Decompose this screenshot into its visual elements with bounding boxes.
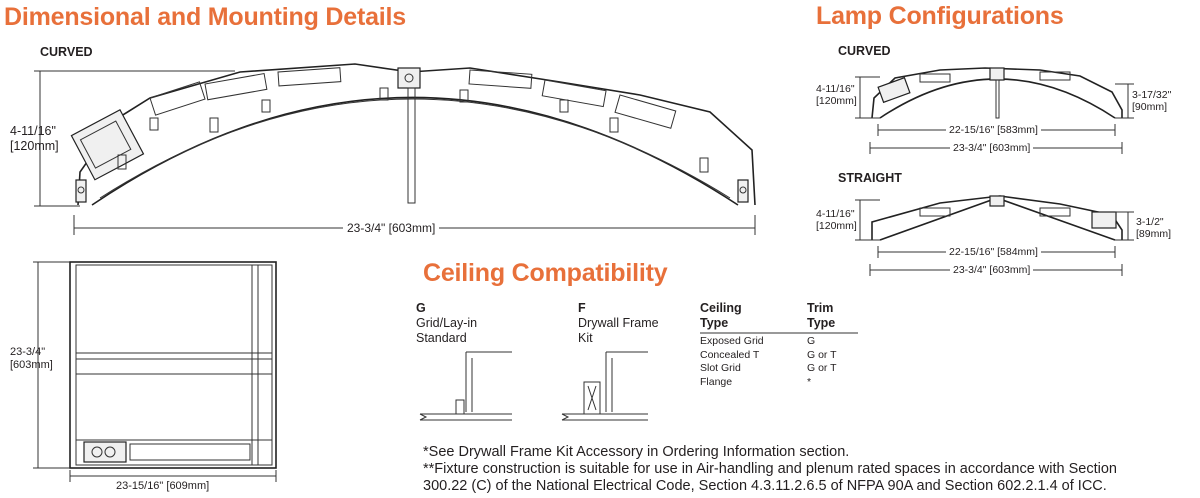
lamp-straight-right-dim: 3-1/2" [89mm] — [1136, 216, 1171, 240]
plan-height-in: 23-3/4" — [10, 346, 46, 358]
lamp-straight-left-mm: [120mm] — [816, 220, 857, 232]
plan-height-mm: [603mm] — [10, 359, 53, 371]
trim-table-head-ceiling: Ceiling Type — [700, 301, 742, 331]
table-head-ceiling-1: Ceiling — [700, 301, 742, 315]
plan-width-dimension: 23-15/16" [609mm] — [116, 480, 210, 492]
lamp-curved-outer: 23-3/4" [603mm] — [950, 142, 1034, 154]
plan-height-dimension: 23-3/4" [603mm] — [10, 346, 53, 372]
ceiling-f-detail — [561, 351, 648, 421]
height-in: 4-11/16" — [10, 124, 56, 138]
lamp-curved-left-in: 4-11/16" — [816, 83, 855, 95]
lamp-curved-inner: 22-15/16" [583mm] — [946, 124, 1041, 136]
lamp-straight-outer: 23-3/4" [603mm] — [950, 264, 1034, 276]
lamp-straight-inner: 22-15/16" [584mm] — [946, 246, 1041, 258]
table-head-trim-1: Trim — [807, 301, 834, 315]
note-plenum-line2: 300.22 (C) of the National Electrical Co… — [423, 478, 1107, 494]
table-head-ceiling-2: Type — [700, 316, 729, 330]
lamp-straight-right-mm: [89mm] — [1136, 228, 1172, 240]
trim-table-ceiling-col: Exposed Grid Concealed T Slot Grid Flang… — [700, 335, 764, 389]
lamp-straight-left-dim: 4-11/16" [120mm] — [816, 208, 857, 232]
lamp-title: Lamp Configurations — [816, 2, 1064, 30]
dimensional-title: Dimensional and Mounting Details — [4, 3, 406, 31]
table-row: Concealed T — [700, 348, 760, 361]
curved-label: CURVED — [40, 45, 93, 59]
table-cell-trim: * — [807, 375, 812, 388]
lamp-straight-right-in: 3-1/2" — [1136, 216, 1164, 228]
trim-table-trim-col: G G or T G or T * — [807, 335, 837, 389]
lamp-curved-left-dim: 4-11/16" [120mm] — [816, 83, 857, 107]
note-plenum-line1: **Fixture construction is suitable for u… — [423, 461, 1117, 477]
ceiling-g-label: G Grid/Lay-in Standard — [416, 301, 477, 346]
lamp-straight-label: STRAIGHT — [838, 171, 902, 185]
ceiling-g-detail — [419, 351, 512, 421]
width-dimension: 23-3/4" [603mm] — [343, 222, 440, 235]
lamp-curved-right-dim: 3-17/32" [90mm] — [1132, 89, 1171, 113]
lamp-curved-left-mm: [120mm] — [816, 95, 857, 107]
table-row: Exposed Grid — [700, 335, 764, 347]
table-cell-trim: G — [807, 335, 816, 347]
lamp-curved-label: CURVED — [838, 44, 891, 58]
table-cell-trim: G or T — [807, 348, 837, 361]
table-row: Flange — [700, 375, 733, 388]
height-mm: [120mm] — [10, 139, 59, 153]
curved-fixture-drawing — [34, 63, 756, 235]
lamp-curved-right-in: 3-17/32" — [1132, 89, 1172, 101]
table-cell-trim: G or T — [807, 362, 837, 374]
height-dimension: 4-11/16" [120mm] — [10, 124, 59, 154]
trim-table-head-trim: Trim Type — [807, 301, 835, 331]
lamp-straight-left-in: 4-11/16" — [816, 208, 855, 220]
table-row: Slot Grid — [700, 362, 741, 374]
ceiling-f-label: F Drywall Frame Kit — [578, 301, 659, 346]
ceiling-g-code: G — [416, 301, 426, 315]
ceiling-f-line1: Drywall Frame — [578, 316, 659, 330]
ceiling-g-line2: Standard — [416, 331, 467, 345]
table-head-trim-2: Type — [807, 316, 836, 330]
ceiling-title: Ceiling Compatibility — [423, 259, 668, 287]
note-drywall: *See Drywall Frame Kit Accessory in Orde… — [423, 444, 850, 460]
ceiling-f-code: F — [578, 301, 586, 315]
ceiling-g-line1: Grid/Lay-in — [416, 316, 478, 330]
lamp-curved-right-mm: [90mm] — [1132, 101, 1168, 113]
plan-view-drawing — [33, 261, 277, 482]
ceiling-f-line2: Kit — [578, 331, 593, 345]
